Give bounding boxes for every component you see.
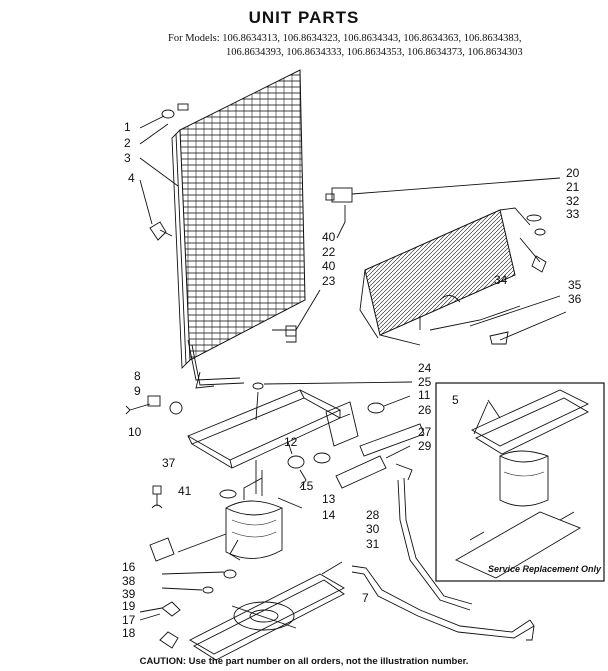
callout-1: 1 xyxy=(124,120,131,134)
callout-15: 15 xyxy=(300,479,314,493)
callout-27: 27 xyxy=(418,425,432,439)
models-line-1: For Models: 106.8634313, 106.8634323, 10… xyxy=(168,33,522,44)
callout-23: 23 xyxy=(322,274,336,288)
callout-19: 19 xyxy=(122,599,136,613)
compressor-part xyxy=(219,460,283,561)
callout-7: 7 xyxy=(362,591,369,605)
mounting-screw-part xyxy=(125,395,183,415)
valve-block-part xyxy=(325,177,561,239)
models-line-2: 106.8634393, 106.8634333, 106.8634353, 1… xyxy=(226,47,523,58)
drain-tube-part xyxy=(419,295,567,345)
coil-bracket-part xyxy=(139,179,173,241)
discharge-tube-part xyxy=(351,565,535,641)
callout-2: 2 xyxy=(124,136,131,150)
evaporator-coil xyxy=(359,207,547,346)
callout-4: 4 xyxy=(128,171,135,185)
ground-screw-part xyxy=(151,485,163,509)
relay-part xyxy=(325,395,411,447)
callout-3: 3 xyxy=(124,151,131,165)
callout-9: 9 xyxy=(134,384,141,398)
callout-25: 25 xyxy=(418,375,432,389)
callout-17: 17 xyxy=(122,613,136,627)
capacitor-part xyxy=(335,423,425,489)
drain-pan-part xyxy=(186,381,413,469)
diagram-title: UNIT PARTS xyxy=(248,8,360,27)
callout-29: 29 xyxy=(418,439,432,453)
callout-10: 10 xyxy=(128,425,142,439)
callout-37: 37 xyxy=(162,456,176,470)
callout-24: 24 xyxy=(418,361,432,375)
caution-note: CAUTION: Use the part number on all orde… xyxy=(139,656,469,667)
callout-22: 22 xyxy=(322,245,336,259)
terminal-cover-part xyxy=(149,533,227,562)
callout-31: 31 xyxy=(366,537,380,551)
callout-8: 8 xyxy=(134,369,141,383)
callout-41: 41 xyxy=(178,484,192,498)
bracket-23-part xyxy=(272,289,321,343)
grommet-part xyxy=(161,569,237,594)
callout-34: 34 xyxy=(494,273,508,287)
callout-13: 13 xyxy=(322,492,336,506)
callout-5: 5 xyxy=(452,393,459,407)
callout-33: 33 xyxy=(566,207,580,221)
callout-35: 35 xyxy=(568,278,582,292)
callout-labels: 1 2 3 4 20 21 32 33 40 22 40 23 34 35 36… xyxy=(122,120,582,640)
callout-18: 18 xyxy=(122,626,136,640)
callout-21: 21 xyxy=(566,180,580,194)
callout-38: 38 xyxy=(122,574,136,588)
callout-12: 12 xyxy=(284,435,298,449)
callout-36: 36 xyxy=(568,292,582,306)
callout-40-lower: 40 xyxy=(322,259,336,273)
callout-11: 11 xyxy=(418,388,431,402)
callout-28: 28 xyxy=(366,508,380,522)
callout-14: 14 xyxy=(322,508,336,522)
callout-40-upper: 40 xyxy=(322,230,336,244)
callout-32: 32 xyxy=(566,194,580,208)
service-replacement-inset: Service Replacement Only xyxy=(435,382,605,582)
callout-26: 26 xyxy=(418,403,432,417)
coil-clip-part xyxy=(139,103,189,187)
condenser-coil xyxy=(171,69,306,389)
inset-label: Service Replacement Only xyxy=(488,564,602,574)
base-plate-part xyxy=(139,561,345,661)
process-tube-part xyxy=(397,477,473,611)
callout-16: 16 xyxy=(122,560,136,574)
callout-39: 39 xyxy=(122,587,136,601)
overload-protector-part xyxy=(277,441,331,509)
callout-30: 30 xyxy=(366,522,380,536)
callout-20: 20 xyxy=(566,166,580,180)
